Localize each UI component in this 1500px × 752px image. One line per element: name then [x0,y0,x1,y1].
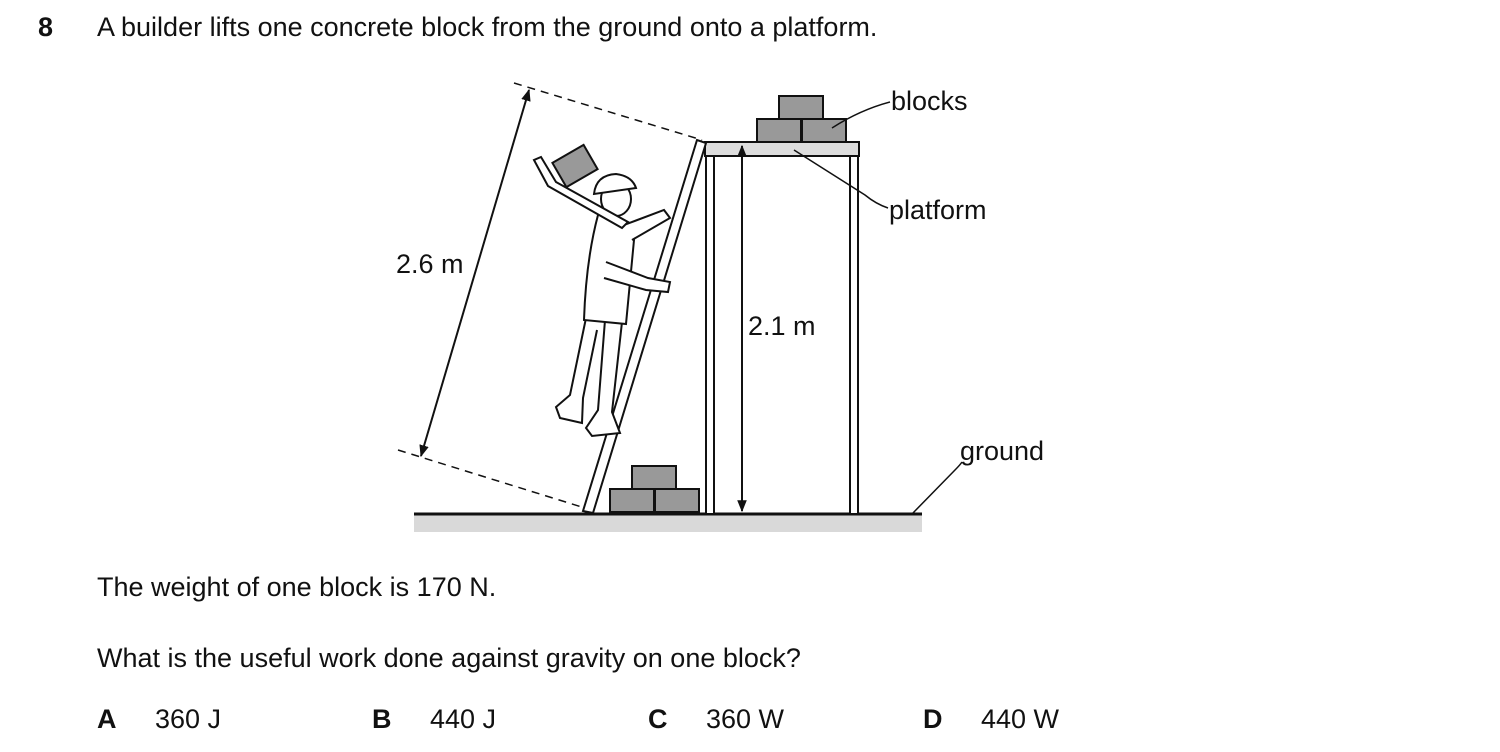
option-text: 440 J [430,704,497,734]
ladder-length-arrow [419,88,531,458]
question-number: 8 [38,12,54,42]
platform-blocks [756,95,847,143]
label-platform: platform [889,195,987,225]
option-text: 360 J [155,704,222,734]
ladder-platform-diagram: blocks platform ground 2.6 m 2.1 m [396,82,1044,532]
ground-blocks [609,465,700,513]
leader-lines [793,101,963,515]
builder [532,143,672,438]
dashed-reference-lines [397,82,703,509]
weight-statement: The weight of one block is 170 N. [97,572,497,602]
option-text: 360 W [706,704,785,734]
label-ladder-length: 2.6 m [396,249,464,279]
label-blocks: blocks [891,86,968,116]
ground [414,512,922,532]
option-a[interactable]: A 360 J [97,704,221,735]
option-letter: D [923,704,943,734]
question-stem: A builder lifts one concrete block from … [97,12,878,42]
option-text: 440 W [981,704,1060,734]
label-platform-height: 2.1 m [748,311,816,341]
question-prompt: What is the useful work done against gra… [97,643,801,673]
option-letter: B [372,704,392,734]
label-ground: ground [960,436,1044,466]
option-d[interactable]: D 440 W [923,704,1059,735]
option-c[interactable]: C 360 W [648,704,784,735]
option-letter: A [97,704,117,734]
option-letter: C [648,704,668,734]
option-b[interactable]: B 440 J [372,704,496,735]
